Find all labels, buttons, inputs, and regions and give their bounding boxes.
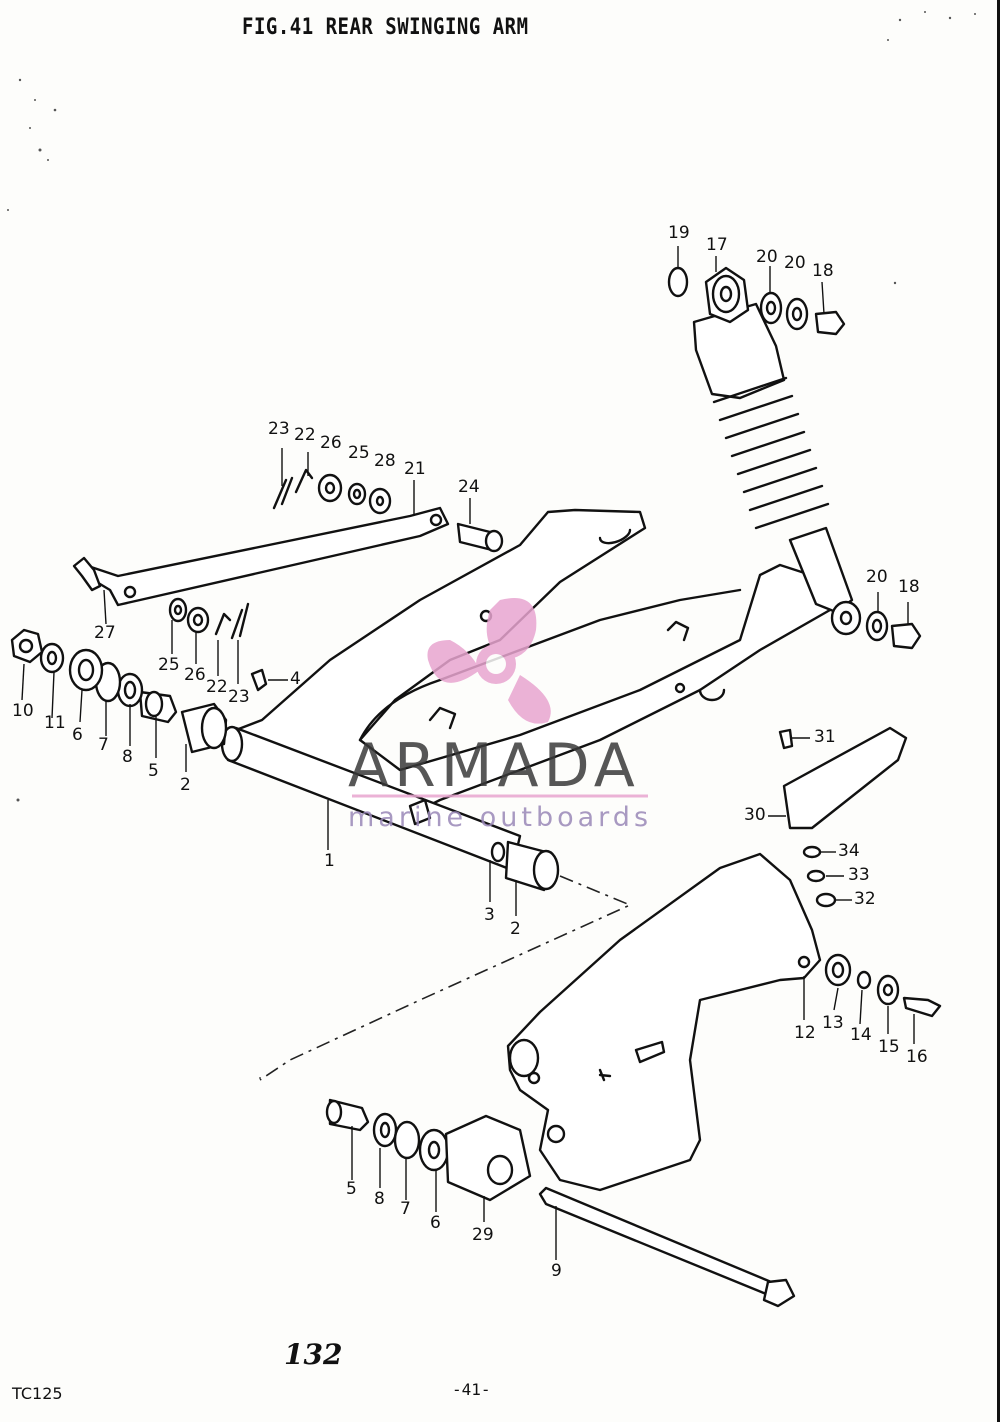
callout-4: 4	[290, 669, 301, 689]
callout-2: 2	[510, 919, 521, 939]
leader-lines	[21, 246, 915, 1260]
callout-11: 11	[44, 713, 66, 733]
callout-20: 20	[756, 247, 778, 267]
callout-14: 14	[850, 1025, 872, 1045]
callout-19: 19	[668, 223, 690, 243]
propeller-logo-icon	[427, 598, 551, 724]
callout-22: 22	[294, 425, 316, 445]
callout-27: 27	[94, 623, 116, 643]
callout-18: 18	[812, 261, 834, 281]
scan-noise	[7, 11, 976, 1079]
chain-guard	[778, 726, 908, 908]
left-side-hardware	[10, 628, 144, 708]
callout-22: 22	[206, 677, 228, 697]
callout-17: 17	[706, 235, 728, 255]
handwritten-number: 132	[284, 1338, 343, 1371]
armada-watermark: ARMADA marine outboards	[348, 598, 652, 833]
callout-30: 30	[744, 805, 766, 825]
callout-28: 28	[374, 451, 396, 471]
callout-26: 26	[184, 665, 206, 685]
callout-20: 20	[784, 253, 806, 273]
callout-29: 29	[472, 1225, 494, 1245]
callout-26: 26	[320, 433, 342, 453]
callout-16: 16	[906, 1047, 928, 1067]
chain-case	[506, 852, 942, 1192]
callout-24: 24	[458, 477, 480, 497]
watermark-brand: ARMADA	[348, 731, 640, 801]
callout-32: 32	[854, 889, 876, 909]
shock-absorber	[667, 266, 922, 650]
model-code: TC125	[12, 1384, 63, 1403]
callout-25: 25	[158, 655, 180, 675]
callout-21: 21	[404, 459, 426, 479]
callout-8: 8	[374, 1189, 385, 1209]
callout-31: 31	[814, 727, 836, 747]
callout-23: 23	[228, 687, 250, 707]
pivot-tube	[138, 690, 560, 892]
torque-rod-fasteners	[168, 468, 392, 692]
page-number: -41-	[452, 1380, 491, 1399]
watermark-tagline: marine outboards	[348, 802, 652, 833]
callout-25: 25	[348, 443, 370, 463]
callout-10: 10	[12, 701, 34, 721]
centerline-pivot	[259, 875, 633, 1081]
callout-5: 5	[148, 761, 159, 781]
callout-2: 2	[180, 775, 191, 795]
callout-1: 1	[324, 851, 335, 871]
callout-18: 18	[898, 577, 920, 597]
callout-13: 13	[822, 1013, 844, 1033]
callout-33: 33	[848, 865, 870, 885]
callout-3: 3	[484, 905, 495, 925]
callout-12: 12	[794, 1023, 816, 1043]
callout-5: 5	[346, 1179, 357, 1199]
callout-34: 34	[838, 841, 860, 861]
torque-rod	[72, 506, 504, 607]
callout-15: 15	[878, 1037, 900, 1057]
figure-title: FIG.41 REAR SWINGING ARM	[242, 14, 529, 40]
callout-7: 7	[98, 735, 109, 755]
callout-8: 8	[122, 747, 133, 767]
callout-9: 9	[551, 1261, 562, 1281]
swing-arm	[234, 508, 832, 812]
callout-6: 6	[72, 725, 83, 745]
callout-20: 20	[866, 567, 888, 587]
callout-6: 6	[430, 1213, 441, 1233]
callout-23: 23	[268, 419, 290, 439]
pivot-bushing-stack	[325, 1098, 796, 1308]
callout-7: 7	[400, 1199, 411, 1219]
